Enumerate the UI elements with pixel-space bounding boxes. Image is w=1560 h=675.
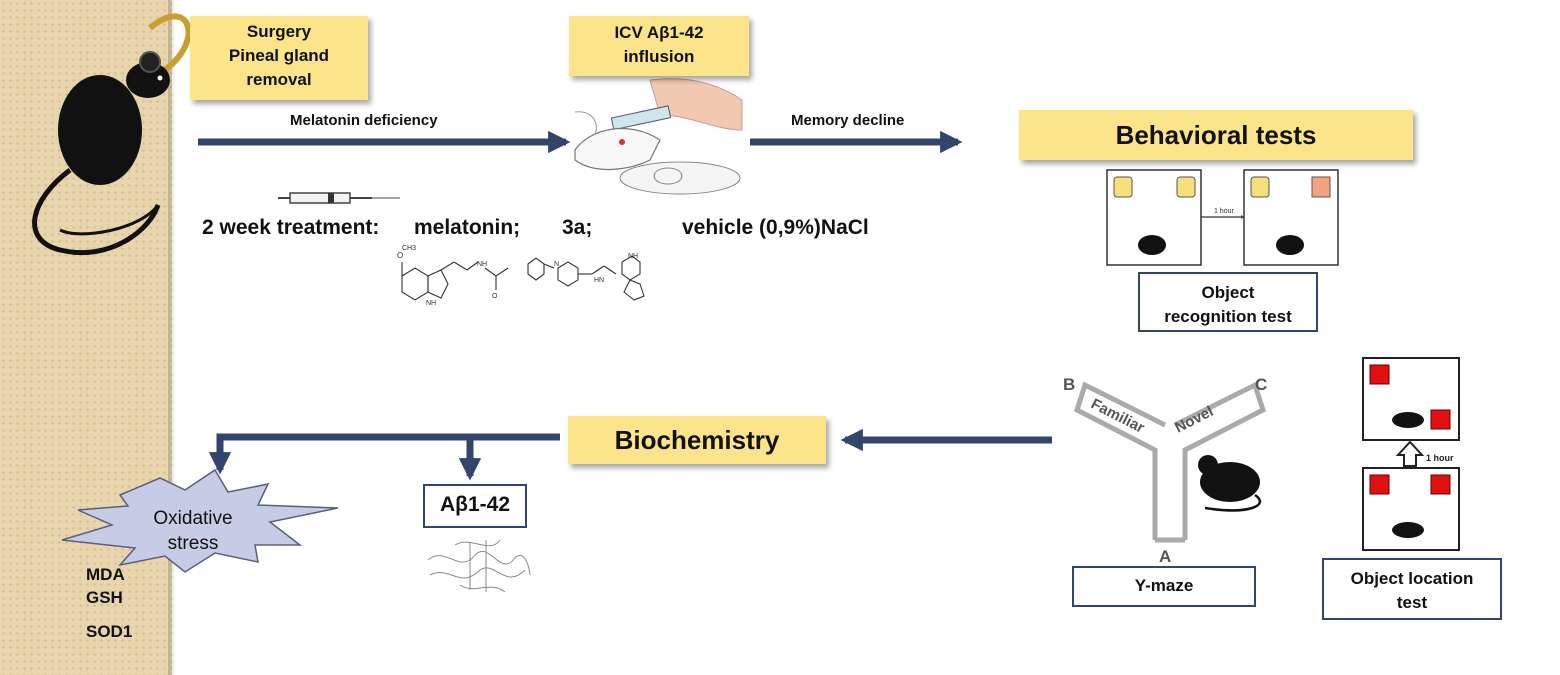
indole-nh-label: NH — [426, 300, 436, 307]
treatment-melatonin: melatonin; — [414, 216, 521, 239]
methoxy-label: O — [397, 251, 403, 260]
y-maze-rat-icon — [1198, 455, 1262, 512]
amide-nh-label: NH — [477, 261, 487, 268]
biochemistry-box: Biochemistry — [568, 416, 826, 464]
melatonin-deficiency-label: Melatonin deficiency — [290, 112, 438, 129]
surgery-line-3: removal — [246, 70, 312, 89]
icv-line-1: ICV Aβ1-42 — [614, 23, 704, 42]
treatment-3a: 3a; — [562, 216, 593, 239]
behavioral-tests-box: Behavioral tests — [1019, 110, 1413, 160]
amide-o-label: O — [492, 293, 498, 300]
rat-icon — [32, 13, 192, 256]
sidebar-shadow — [168, 0, 176, 675]
treatment-prefix: 2 week treatment: — [202, 216, 380, 239]
object-location-label-box: Object location test — [1322, 558, 1502, 620]
object-location-panels — [1362, 357, 1460, 551]
icv-box: ICV Aβ1-42 influsion — [569, 16, 749, 76]
arrow-to-oxidative-stress — [208, 433, 560, 475]
y-maze-diagram — [1073, 381, 1267, 543]
object-recognition-line-2: recognition test — [1164, 307, 1292, 326]
object-location-line-2: test — [1396, 593, 1428, 612]
location-interval-label: 1 hour — [1426, 453, 1454, 463]
oxidative-line-1: Oxidative — [153, 508, 233, 529]
indole-nh2-label: NH — [628, 253, 638, 260]
icv-line-2: influsion — [623, 47, 695, 66]
object-recognition-label-box: Object recognition test — [1138, 272, 1318, 332]
melatonin-structure — [401, 261, 509, 301]
surgery-line-2: Pineal gland — [228, 46, 330, 65]
object-recognition-panels — [1106, 169, 1339, 266]
arm-a-label: A — [1159, 547, 1171, 566]
y-maze-label-box: Y-maze — [1072, 566, 1256, 607]
marker-gsh: GSH — [86, 588, 123, 607]
oxidative-stress-label: Oxidative stress — [138, 506, 248, 556]
compound-3a-structure — [527, 255, 645, 301]
icv-injection-illustration — [574, 78, 743, 195]
oxidative-line-2: stress — [167, 533, 219, 554]
oxidative-stress-burst — [61, 468, 339, 573]
arm-b-label: B — [1063, 375, 1075, 394]
object-recognition-line-1: Object — [1201, 283, 1255, 302]
object-location-line-1: Object location — [1350, 569, 1474, 588]
hydrazone-hn-label: HN — [594, 277, 604, 284]
treatment-vehicle: vehicle (0,9%)NaCl — [682, 216, 869, 239]
memory-decline-label: Memory decline — [791, 112, 905, 129]
piperidine-n-label: N — [554, 261, 559, 268]
arm-c-label: C — [1255, 375, 1267, 394]
surgery-line-1: Surgery — [246, 22, 312, 41]
methyl-label: CH3 — [402, 245, 416, 252]
syringe-icon — [278, 192, 400, 204]
abeta-protein-illustration — [427, 539, 531, 593]
abeta-label-box: Aβ1-42 — [423, 484, 527, 528]
marker-sod1: SOD1 — [86, 622, 133, 641]
marker-mda: MDA — [86, 565, 125, 584]
surgery-box: Surgery Pineal gland removal — [190, 16, 368, 100]
recognition-interval-label: 1 hour — [1214, 208, 1235, 215]
novel-arm-label: Novel — [1172, 403, 1216, 437]
